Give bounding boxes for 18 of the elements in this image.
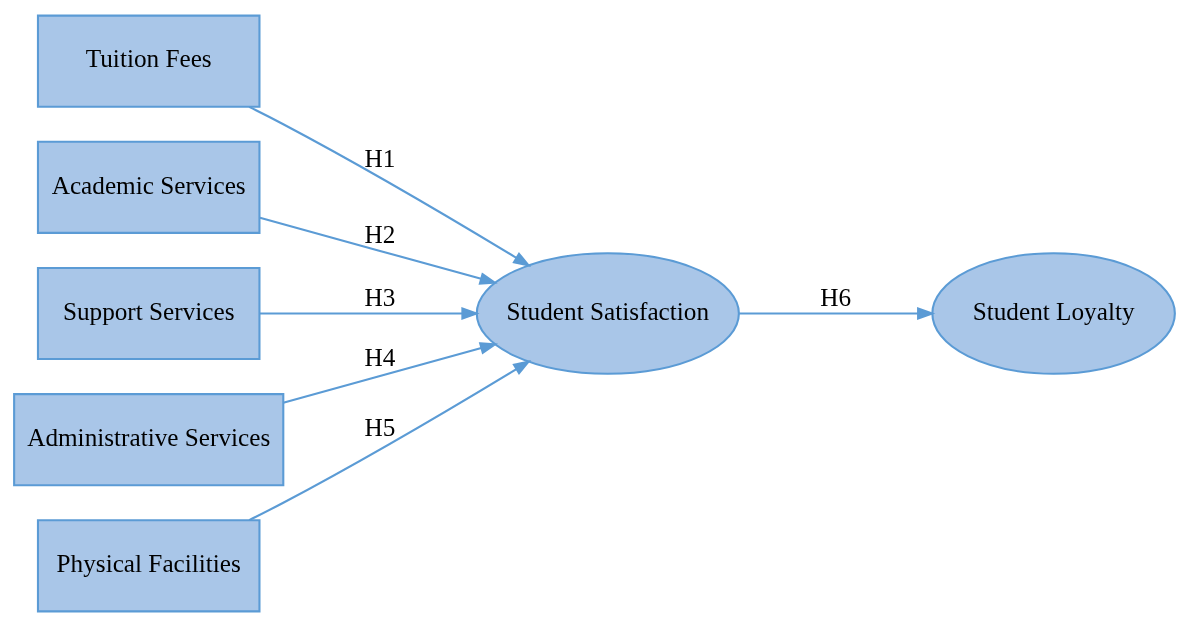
edge-label: H3 <box>364 283 396 311</box>
node-box: Physical Facilities <box>36 518 261 612</box>
edge-label: H5 <box>364 413 396 441</box>
node-box: Tuition Fees <box>36 14 261 108</box>
edge-label: H2 <box>364 220 396 248</box>
arrow <box>283 341 499 404</box>
edge-label: H4 <box>364 343 396 371</box>
edge-label: H1 <box>364 144 396 172</box>
arrow <box>739 306 936 320</box>
arrow <box>259 216 498 285</box>
node-box: Academic Services <box>36 140 261 234</box>
arrow <box>260 306 480 320</box>
arrow <box>248 105 532 267</box>
node-ellipse: Student Loyalty <box>931 251 1176 375</box>
edge-label: H6 <box>820 283 852 311</box>
node-box: Support Services <box>36 266 261 360</box>
node-box: Administrative Services <box>13 392 285 486</box>
arrow <box>248 359 532 521</box>
